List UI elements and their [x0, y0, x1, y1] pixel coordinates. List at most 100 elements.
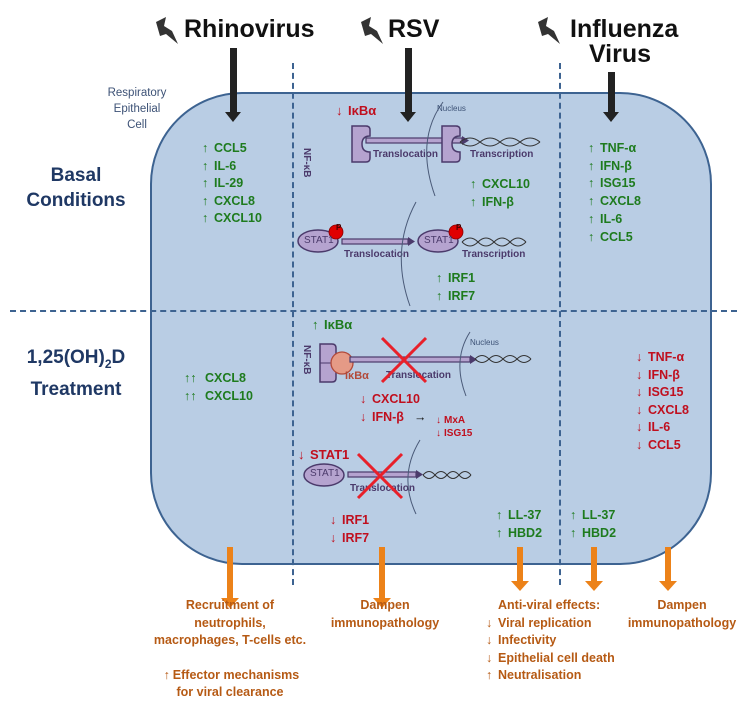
treatment-influenza-down-list: ↓TNF-α ↓IFN-β ↓ISG15 ↓CXCL8 ↓IL-6 ↓CCL5	[636, 349, 689, 454]
cytokine: IL-6	[214, 158, 237, 173]
column-divider-1	[292, 63, 294, 585]
outcome-line: macrophages, T-cells etc.	[153, 633, 307, 647]
outcome-arrow-rsv	[373, 547, 391, 608]
up-arrow-icon: ↑	[588, 176, 595, 191]
infection-arrow-influenza	[603, 72, 619, 122]
nuclear-membrane	[400, 201, 417, 307]
list-item: ↑CXCL8	[588, 193, 641, 211]
outcome-line: Dampen	[657, 598, 707, 612]
basal-influenza-list: ↑TNF-α ↑IFN-β ↑ISG15 ↑CXCL8 ↑IL-6 ↑CCL5	[588, 140, 641, 246]
cytokine: IFN-β	[648, 367, 680, 382]
up-arrow-icon: ↑	[202, 176, 209, 190]
down-arrow-icon: ↓	[360, 392, 367, 406]
up-arrow-icon: ↑	[470, 194, 477, 209]
nfkb-ikba-complex-icon	[319, 343, 354, 383]
treatment-rsv-downstream-targets: ↓MxA ↓ISG15	[436, 414, 472, 440]
translocation-arrow	[341, 237, 415, 246]
down-arrow-icon: ↓	[636, 350, 643, 364]
double-up-arrow-icon: ↑↑	[184, 388, 197, 403]
list-item: ↓IRF7	[330, 530, 369, 548]
block-cross-icon	[356, 452, 404, 500]
list-item: ↑IRF1	[436, 270, 475, 288]
infection-arrow-rhinovirus	[225, 48, 241, 122]
list-item: ↑ CCL5	[588, 229, 641, 247]
translocation-arrow-blocked	[349, 355, 477, 364]
list-item: ↑ IL-6	[202, 158, 262, 176]
up-arrow-icon: ↑	[202, 141, 209, 155]
cytokine: IFN-β	[482, 194, 514, 209]
nfkb-protein-nuclear-icon	[441, 125, 461, 163]
lightning-bolt-icon	[361, 17, 383, 44]
nucleus-label: Nucleus	[470, 338, 499, 347]
peptide: LL-37	[508, 508, 542, 522]
lightning-bolt-icon	[156, 17, 178, 44]
treatment-compound: 1,25(OH)	[26, 347, 105, 368]
down-arrow-icon: ↓	[330, 530, 337, 545]
outcome-arrow-rsv-antiviral	[511, 547, 529, 591]
outcome-line: immunopathology	[330, 615, 440, 630]
up-arrow-icon: ↑	[588, 158, 595, 173]
list-item: ↓CXCL10	[360, 391, 426, 409]
epithelial-cell	[150, 92, 712, 565]
down-arrow-icon: ↓	[336, 103, 343, 118]
down-arrow-icon: ↓	[298, 447, 305, 462]
phospho-label: P	[456, 223, 462, 232]
translocation-label: Translocation	[373, 149, 439, 160]
up-arrow-icon: ↑	[202, 158, 209, 173]
peptide: HBD2	[582, 525, 617, 540]
basal-rsv-stat1-targets: ↑IRF1 ↑ IRF7	[436, 270, 475, 305]
up-arrow-icon: ↑	[588, 141, 595, 155]
row-label-basal: Basal Conditions	[6, 163, 146, 213]
outcome-antiviral-title: Anti-viral effects:	[498, 598, 601, 612]
ikba-label: IκBα	[348, 103, 377, 118]
stat1-label: STAT1	[304, 235, 334, 246]
basal-rsv-nfkb-targets: ↑CXCL10 ↑IFN-β	[470, 176, 530, 211]
list-item: ↓IFN-β	[636, 367, 689, 385]
nuclear-membrane	[459, 331, 471, 397]
treatment-rsv-irf-down: ↓ IRF1 ↓IRF7	[330, 512, 369, 547]
basal-ikba-down: ↓ IκBα	[336, 102, 376, 120]
up-arrow-icon: ↑	[163, 667, 170, 682]
list-item: ↑IL-29	[202, 175, 262, 193]
down-arrow-icon: ↓	[486, 615, 493, 630]
list-item: ↓ISG15	[436, 427, 472, 440]
gene: IRF1	[342, 513, 370, 527]
list-item: ↓ IRF1	[330, 512, 369, 530]
outcome-text: Neutralisation	[498, 668, 582, 682]
list-item: ↑IFN-β	[588, 158, 641, 176]
list-item: ↑ IFN-β	[470, 194, 530, 212]
cytokine: CCL5	[600, 229, 633, 244]
dna-icon	[459, 137, 541, 147]
virus-title-influenza-line2: Virus	[588, 40, 652, 68]
up-arrow-icon: ↑	[470, 177, 477, 191]
nuclear-membrane	[407, 439, 421, 515]
down-arrow-icon: ↓	[436, 415, 441, 426]
up-arrow-icon: ↑	[436, 271, 443, 285]
list-item: ↑IL-6	[588, 211, 641, 229]
gene: IRF7	[448, 288, 476, 303]
up-arrow-icon: ↑	[588, 211, 595, 226]
row-label-treatment-line2: Treatment	[30, 378, 122, 400]
list-item: ↑CXCL8	[202, 193, 262, 211]
list-item: ↓CXCL8	[636, 402, 689, 420]
treatment-influenza-antimicrobials: ↑LL-37 ↑HBD2	[570, 507, 616, 542]
nfkb-label: NF-κB	[301, 345, 312, 375]
dna-icon	[422, 471, 472, 479]
outcome-rsv: Dampen immunopathology	[325, 597, 445, 632]
outcome-arrow-influenza	[659, 547, 677, 591]
transcription-label: Transcription	[462, 249, 526, 260]
up-arrow-icon: ↑	[436, 288, 443, 303]
nfkb-label: NF-κB	[301, 148, 312, 178]
cytokine: ISG15	[600, 176, 636, 191]
cytokine: CXCL8	[214, 193, 255, 208]
row-label-basal-line2: Conditions	[26, 190, 126, 211]
up-arrow-icon: ↑	[588, 229, 595, 244]
down-arrow-icon: ↓	[330, 513, 337, 527]
stat1-down-label: STAT1	[310, 447, 350, 462]
down-arrow-icon: ↓	[436, 428, 441, 439]
virus-title-rsv: RSV	[388, 15, 440, 43]
gene: ISG15	[444, 428, 473, 439]
nucleus-label: Nucleus	[437, 104, 466, 113]
list-item: ↑LL-37	[496, 507, 542, 525]
cytokine: IL-6	[648, 420, 671, 434]
